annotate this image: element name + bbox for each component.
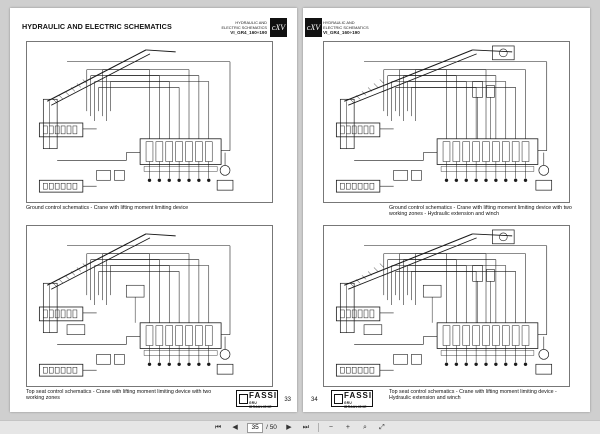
section-header: HYDRAULIC AND ELECTRIC SCHEMATICS VI_GR4… [221, 20, 267, 36]
header-line: ELECTRIC SCHEMATICS [221, 25, 267, 31]
logo-subtext: GRU IDRAULICHE [249, 401, 272, 409]
schematic-top-seat-extension [323, 225, 570, 387]
header-line: HYDRAULIC AND [323, 20, 355, 25]
logo-text: FASSI [249, 391, 278, 400]
document-viewer: HYDRAULIC AND ELECTRIC SCHEMATICS HYDRAU… [10, 8, 590, 412]
pdf-toolbar: ⏮ ◀ / 50 ▶ ⏭ − + ⌕ ⤢ [0, 420, 600, 434]
logo-text: FASSI [344, 391, 373, 400]
zoom-in-icon[interactable]: + [345, 423, 350, 431]
section-badge: cXV [270, 18, 287, 37]
logo-subtext: GRU IDRAULICHE [344, 401, 367, 409]
schematic-caption: Ground control schematics - Crane with l… [26, 205, 189, 211]
page-total: / 50 [266, 424, 277, 431]
first-page-icon[interactable]: ⏮ [214, 423, 222, 431]
page-left: HYDRAULIC AND ELECTRIC SCHEMATICS HYDRAU… [10, 8, 297, 412]
section-header: HYDRAULIC AND ELECTRIC SCHEMATICS VI_GR4… [323, 20, 369, 36]
section-badge: cXV [305, 18, 322, 37]
page-number-input[interactable] [247, 422, 264, 433]
page-title: HYDRAULIC AND ELECTRIC SCHEMATICS [22, 22, 172, 31]
schematic-top-seat-control [26, 225, 273, 387]
header-line: ELECTRIC SCHEMATICS [323, 25, 369, 31]
toolbar-separator [317, 423, 319, 432]
schematic-caption: Ground control schematics - Crane with l… [389, 205, 572, 218]
schematic-caption: Top seat control schematics - Crane with… [26, 389, 212, 402]
search-icon[interactable]: ⌕ [362, 423, 367, 431]
next-page-icon[interactable]: ▶ [286, 423, 292, 431]
zoom-out-icon[interactable]: − [328, 423, 333, 431]
schematic-ground-control [26, 41, 273, 203]
page-navigator: / 50 [247, 422, 277, 433]
prev-page-icon[interactable]: ◀ [232, 423, 238, 431]
schematic-ground-control-extension [323, 41, 570, 203]
page-number: 33 [284, 397, 291, 403]
fassi-logo: FASSI GRU IDRAULICHE [331, 390, 373, 409]
page-number: 34 [311, 397, 318, 403]
header-line: HYDRAULIC AND [235, 20, 267, 25]
page-right: cXV HYDRAULIC AND ELECTRIC SCHEMATICS VI… [303, 8, 590, 412]
model-code: VI_GR4_160÷190 [230, 30, 267, 36]
fassi-logo: FASSI GRU IDRAULICHE [236, 390, 278, 409]
logo-mark [239, 394, 248, 404]
last-page-icon[interactable]: ⏭ [302, 423, 310, 431]
model-code: VI_GR4_160÷190 [323, 30, 360, 36]
logo-mark [334, 394, 343, 404]
fit-page-icon[interactable]: ⤢ [379, 423, 385, 431]
schematic-caption: Top seat control schematics - Crane with… [389, 389, 557, 402]
